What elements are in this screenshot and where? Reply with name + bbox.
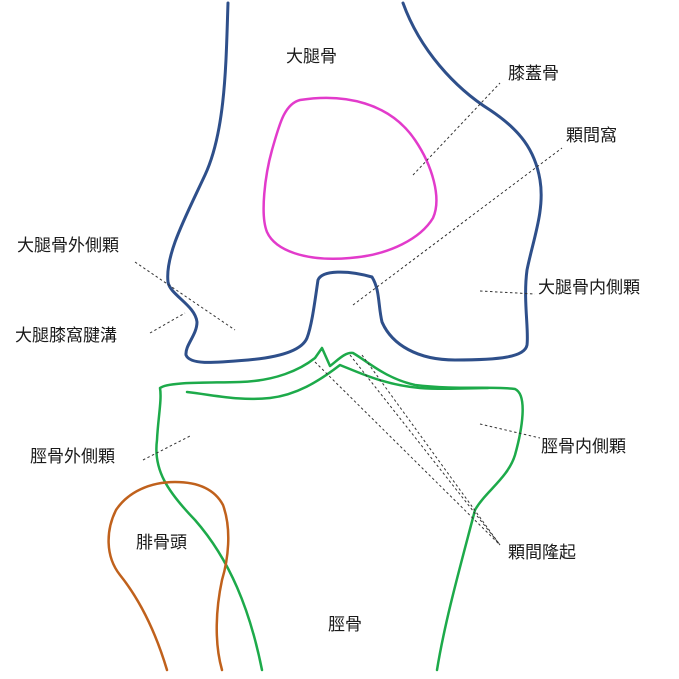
leader-lateral-femoral-condyle xyxy=(134,261,236,331)
leader-eminence-2 xyxy=(349,354,501,546)
labels: 大腿骨 膝蓋骨 顆間窩 大腿骨外側顆 大腿骨内側顆 大腿膝窩腱溝 脛骨外側顆 脛… xyxy=(15,47,640,635)
label-femur: 大腿骨 xyxy=(286,47,337,67)
leader-eminence-1 xyxy=(314,361,501,546)
leader-medial-femoral-condyle xyxy=(479,290,536,295)
label-lateral-femoral-condyle: 大腿骨外側顆 xyxy=(17,236,119,256)
label-popliteal-groove: 大腿膝窩腱溝 xyxy=(15,326,117,346)
label-medial-femoral-condyle: 大腿骨内側顆 xyxy=(538,278,640,298)
label-patella: 膝蓋骨 xyxy=(508,64,559,84)
leader-lines xyxy=(134,82,563,546)
leader-patella xyxy=(412,82,501,176)
leader-lateral-tibial-condyle xyxy=(142,435,191,461)
leader-medial-tibial-condyle xyxy=(479,423,541,439)
leader-intercondylar-fossa xyxy=(352,147,563,306)
label-medial-tibial-condyle: 脛骨内側顆 xyxy=(541,437,626,457)
fibula-outline xyxy=(107,480,230,672)
leader-popliteal-groove xyxy=(149,312,186,334)
label-intercondylar-fossa: 顆間窩 xyxy=(566,126,617,146)
tibia-outline xyxy=(155,346,524,672)
patella-outline xyxy=(262,96,438,260)
label-intercondylar-eminence: 顆間隆起 xyxy=(508,543,576,563)
label-lateral-tibial-condyle: 脛骨外側顆 xyxy=(30,447,115,467)
label-tibia: 脛骨 xyxy=(328,615,362,635)
leader-eminence-3 xyxy=(361,354,501,546)
tibial-plateau-contour xyxy=(185,363,490,401)
femur-outline xyxy=(166,1,543,364)
label-fibular-head: 腓骨頭 xyxy=(136,533,187,553)
